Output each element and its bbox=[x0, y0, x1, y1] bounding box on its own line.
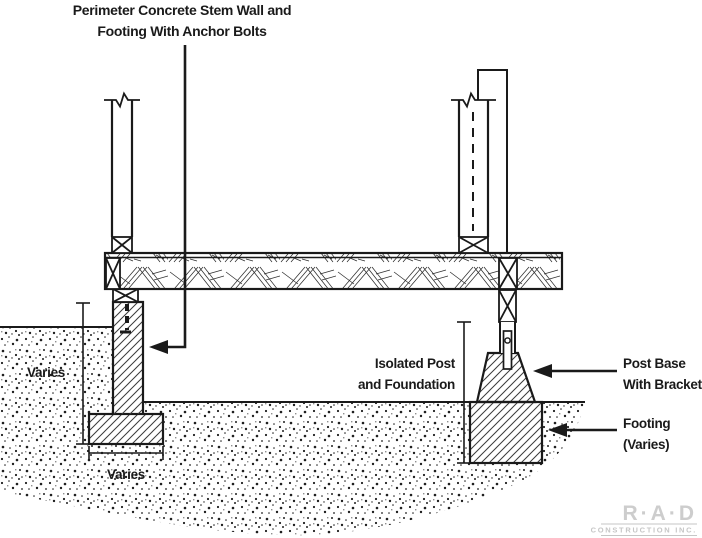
break-symbol bbox=[104, 91, 140, 109]
bottom-varies-label: Varies bbox=[107, 467, 145, 482]
logo-subtitle-text: CONSTRUCTION INC. bbox=[591, 526, 697, 535]
footing-label-line2: (Varies) bbox=[623, 437, 669, 452]
soil-mass bbox=[0, 327, 585, 536]
footing-leader-arrow bbox=[548, 423, 617, 437]
title-leader-arrow bbox=[149, 45, 187, 354]
arrowhead-left bbox=[149, 340, 168, 354]
footing-width-dimension bbox=[88, 446, 164, 460]
break-symbol bbox=[451, 91, 496, 109]
left-varies-label: Varies bbox=[27, 365, 65, 380]
right-post-upper bbox=[451, 69, 508, 254]
isolated-post-assembly bbox=[468, 289, 544, 465]
blocking-at-post bbox=[498, 257, 518, 290]
stem-wall-footing bbox=[87, 300, 165, 446]
left-wall-stud bbox=[104, 91, 140, 254]
post-bottom-plate bbox=[458, 236, 489, 254]
diagram-title-line2: Footing With Anchor Bolts bbox=[97, 23, 267, 39]
logo-brand-text: R·A·D bbox=[623, 502, 697, 525]
isolated-post-label-line2: and Foundation bbox=[358, 377, 455, 392]
post-base-bracket bbox=[502, 330, 513, 370]
rim-blocking-left bbox=[105, 257, 121, 290]
post-blocking-below-floor bbox=[498, 289, 517, 323]
post-base-label-line1: Post Base bbox=[623, 356, 686, 371]
isolated-post-label-line1: Isolated Post bbox=[375, 356, 456, 371]
post-base-label-line2: With Bracket bbox=[623, 377, 702, 392]
diagram-title-line1: Perimeter Concrete Stem Wall and bbox=[73, 2, 292, 18]
upper-wall-edge bbox=[477, 69, 508, 253]
pier-footing bbox=[468, 400, 544, 465]
arrowhead-left bbox=[548, 423, 567, 437]
floor-framing bbox=[103, 251, 564, 291]
footing-label-line1: Footing bbox=[623, 416, 670, 431]
wall-bottom-plate bbox=[111, 236, 133, 254]
pier-height-dimension bbox=[457, 321, 471, 464]
post-base-leader-arrow bbox=[533, 364, 617, 378]
left-vertical-dimension bbox=[76, 302, 90, 445]
company-logo: R·A·D CONSTRUCTION INC. bbox=[591, 502, 697, 536]
sill-plate bbox=[112, 288, 139, 303]
arrowhead-left bbox=[533, 364, 552, 378]
